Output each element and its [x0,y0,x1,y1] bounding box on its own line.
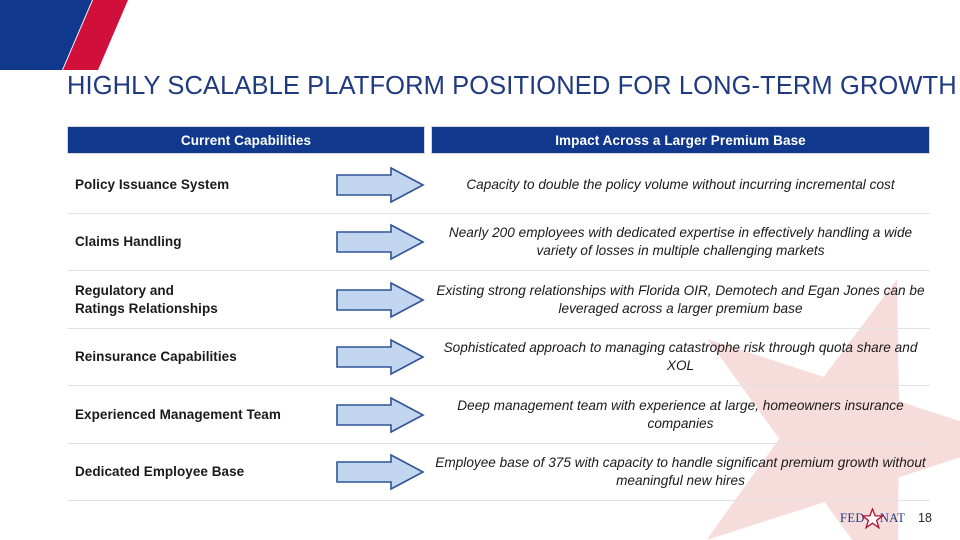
page-number: 18 [918,511,932,525]
right-block-arrow-icon [335,453,425,491]
capability-label-line1: Experienced Management Team [75,406,281,422]
corner-navy-shape [0,0,92,70]
page-title: HIGHLY SCALABLE PLATFORM POSITIONED FOR … [67,72,957,100]
table-row: Experienced Management Team Deep managem… [67,385,930,443]
logo-text-nat: NAT [879,510,906,525]
right-block-arrow-icon [335,396,425,434]
capability-label-line1: Policy Issuance System [75,176,230,192]
table-bottom-separator [67,500,930,501]
impact-text: Existing strong relationships with Flori… [436,282,925,316]
table-row: Regulatory and Ratings Relationships Exi… [67,270,930,328]
capabilities-table: Claims Handling Nearly 200 employees wit… [67,213,930,500]
capability-label: Policy Issuance System [75,176,375,193]
right-block-arrow-icon [335,281,425,319]
capability-label: Claims Handling [75,233,375,250]
column-header-right-label: Impact Across a Larger Premium Base [555,132,806,148]
table-row: Policy Issuance System Capacity to doubl… [67,156,930,213]
column-header-left-label: Current Capabilities [180,132,312,148]
table-row: Dedicated Employee Base Employee base of… [67,443,930,500]
capability-label-line1: Dedicated Employee Base [75,464,245,480]
column-header-current-capabilities: Current Capabilities [67,126,425,154]
right-block-arrow-icon [335,338,425,376]
corner-red-stripe [63,0,128,70]
impact-text: Deep management team with experience at … [457,397,904,431]
impact-text: Capacity to double the policy volume wit… [466,176,895,192]
table-row: Claims Handling Nearly 200 employees wit… [67,213,930,270]
table-row: Reinsurance Capabilities Sophisticated a… [67,328,930,385]
capability-label: Dedicated Employee Base [75,463,375,480]
capability-label-line1: Regulatory and [75,283,174,299]
capability-label: Regulatory and Ratings Relationships [75,282,375,317]
capability-label: Reinsurance Capabilities [75,348,375,365]
corner-decoration [0,0,128,70]
capability-label: Experienced Management Team [75,406,375,423]
logo-text-fed: FED [840,510,865,525]
star-icon [861,507,883,529]
impact-text: Nearly 200 employees with dedicated expe… [448,225,913,258]
capability-label-line2: Ratings Relationships [75,300,218,316]
fednat-logo: FED NAT [840,507,905,529]
impact-text: Employee base of 375 with capacity to ha… [435,455,926,488]
capability-label-line1: Reinsurance Capabilities [75,349,237,365]
right-block-arrow-icon [335,223,425,261]
column-header-impact: Impact Across a Larger Premium Base [431,126,930,154]
capability-label-line1: Claims Handling [75,234,182,250]
right-block-arrow-icon [335,166,425,204]
impact-text: Sophisticated approach to managing catas… [443,340,918,373]
